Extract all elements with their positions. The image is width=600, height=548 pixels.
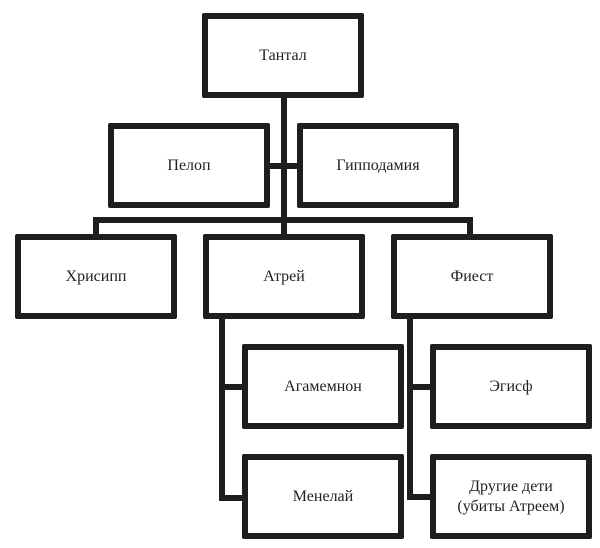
node-label: Атрей (263, 267, 305, 285)
node-thyestes: Фиест (391, 234, 553, 319)
node-label: Менелай (292, 487, 354, 505)
node-label: Агамемнон (284, 377, 362, 395)
node-tantalus: Тантал (202, 13, 364, 98)
node-pelops: Пелоп (108, 123, 270, 208)
node-label: Фиест (450, 267, 494, 285)
node-label: Пелоп (167, 156, 211, 174)
node-chrysippus: Хрисипп (15, 234, 177, 319)
node-atreus: Атрей (203, 234, 365, 319)
node-hippodamia: Гипподамия (297, 123, 459, 208)
connector-pelops-hippodamia (267, 163, 300, 169)
connector-thyestes-descendants (407, 315, 413, 500)
node-aegisthus: Эгисф (430, 344, 592, 429)
node-agamemnon: Агамемнон (242, 344, 404, 429)
node-label: Эгисф (489, 377, 533, 395)
node-label: Другие дети (убиты Атреем) (457, 477, 565, 515)
connector-atreus-descendants (219, 315, 225, 501)
node-label: Гипподамия (336, 156, 420, 174)
connector-to-menelaus (219, 495, 245, 501)
node-other-children: Другие дети (убиты Атреем) (430, 454, 592, 539)
connector-to-chrysippus (93, 217, 99, 237)
node-label: Хрисипп (65, 267, 127, 285)
connector-to-other-children (407, 494, 433, 500)
node-label: Тантал (259, 46, 307, 64)
node-menelaus: Менелай (242, 454, 404, 539)
connector-to-thyestes (467, 217, 473, 237)
connector-to-agamemnon (219, 384, 245, 390)
connector-to-aegisthus (407, 384, 433, 390)
connector-children-bar (93, 217, 473, 223)
